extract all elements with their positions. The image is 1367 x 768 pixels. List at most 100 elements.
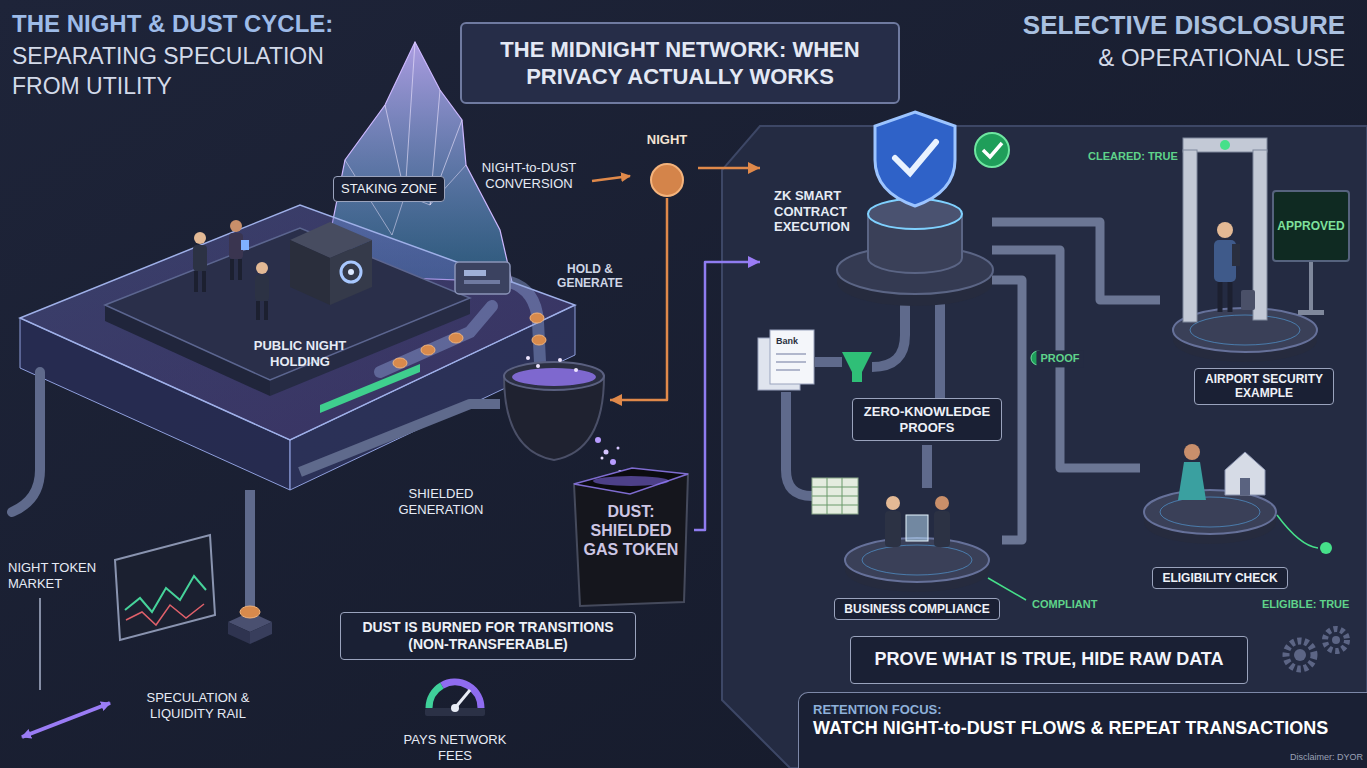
spreadsheet xyxy=(812,478,858,514)
status-label: CLEARED: TRUE xyxy=(1088,150,1182,163)
title-box: THE MIDNIGHT NETWORK: WHEN PRIVACY ACTUA… xyxy=(460,22,900,104)
fee-gauge xyxy=(451,704,459,712)
label-box: ZERO-KNOWLEDGE PROOFS xyxy=(852,398,1002,441)
airport-platform xyxy=(1253,150,1267,320)
flow-arrow xyxy=(610,198,667,400)
airport-platform xyxy=(1241,290,1255,310)
label-box: STAKING ZONE xyxy=(333,176,445,202)
node-text: DUST IS BURNED FOR TRANSITIONS (NON-TRAN… xyxy=(351,619,625,653)
monitor-node: APPROVED xyxy=(1272,190,1350,262)
text-holder: STAKING ZONE xyxy=(338,181,440,197)
vault xyxy=(290,240,330,305)
shield-icon xyxy=(875,112,955,206)
right-pipes xyxy=(922,445,932,488)
fee-gauge xyxy=(425,682,485,716)
airport-platform xyxy=(1220,140,1230,150)
node-text: APPROVED xyxy=(1277,219,1344,233)
person-figure xyxy=(229,233,243,259)
right-pipes xyxy=(935,292,945,398)
person-figure xyxy=(196,271,204,292)
coin xyxy=(532,335,546,345)
label-holder: Disclaimer: DYOR xyxy=(1250,752,1363,763)
market-screen xyxy=(126,604,204,625)
leader-arrow xyxy=(592,176,630,181)
coin xyxy=(421,345,435,355)
converter xyxy=(464,280,500,284)
platform-label: PUBLIC NIGHT HOLDING xyxy=(250,338,350,369)
right-pipes xyxy=(815,357,842,367)
eligibility-platform xyxy=(1240,478,1250,495)
label-holder: SPECULATION & LIQUIDITY RAIL xyxy=(128,690,268,721)
section-heading: THE NIGHT & DUST CYCLE: xyxy=(12,10,432,39)
disclaimer: Disclaimer: DYOR xyxy=(1250,752,1363,763)
text-holder: ZK SMART CONTRACT EXECUTION xyxy=(774,188,869,235)
glass-staking-slab xyxy=(20,205,575,490)
label-holder: SEPARATING SPECULATION FROM UTILITY xyxy=(12,42,352,102)
documents xyxy=(770,330,814,384)
shield-icon xyxy=(895,142,936,173)
text-holder: WATCH NIGHT-to-DUST FLOWS & REPEAT TRANS… xyxy=(813,718,1353,740)
pipe-label: HOLD & GENERATE xyxy=(550,262,630,291)
vault xyxy=(348,269,354,275)
shield-icon xyxy=(975,133,1009,167)
note-box: DUST IS BURNED FOR TRANSITIONS (NON-TRAN… xyxy=(340,612,636,660)
pipes xyxy=(380,306,492,372)
node-text: ELIGIBILITY CHECK xyxy=(1158,571,1282,585)
compliance-platform xyxy=(906,515,928,541)
person-figure xyxy=(232,259,240,280)
right-panel xyxy=(722,126,1367,768)
compliance-platform xyxy=(934,511,950,547)
message-box: PROVE WHAT IS TRUE, HIDE RAW DATA xyxy=(850,636,1248,684)
pipes xyxy=(12,282,540,608)
token-node: NIGHT xyxy=(636,132,698,198)
dust-stream xyxy=(595,437,622,474)
right-pipes xyxy=(786,392,812,496)
airport-platform xyxy=(1298,310,1324,315)
glass-staking-slab xyxy=(320,364,420,413)
spreadsheet xyxy=(812,478,858,514)
converter xyxy=(455,262,510,294)
node-text: DUST: SHIELDED GAS TOKEN xyxy=(576,502,686,560)
dust-stream xyxy=(610,459,616,465)
station-node: BUSINESS COMPLIANCE xyxy=(832,470,1002,622)
airport-platform xyxy=(1232,244,1240,266)
person-figure xyxy=(194,232,206,244)
leader-arrow xyxy=(592,176,630,181)
eligibility-platform xyxy=(1144,444,1332,554)
gears xyxy=(1325,629,1347,651)
airport-platform xyxy=(1183,150,1197,322)
pipes xyxy=(300,404,500,472)
eligibility-platform xyxy=(1178,462,1206,500)
pipes xyxy=(12,372,40,512)
node-text: NIGHT xyxy=(636,132,698,148)
bin-node: DUST: SHIELDED GAS TOKEN xyxy=(568,468,694,606)
coin-pedestal xyxy=(228,606,272,644)
document-label: Bank xyxy=(776,336,808,347)
hub-node: ZK SMART CONTRACT EXECUTION xyxy=(760,110,992,295)
documents xyxy=(842,352,872,382)
eligibility-platform xyxy=(1277,515,1318,548)
node-text: ZERO-KNOWLEDGE PROOFS xyxy=(859,404,995,435)
coin xyxy=(449,333,463,343)
node-text: WATCH NIGHT-to-DUST FLOWS & REPEAT TRANS… xyxy=(813,718,1353,740)
section-subheading: & OPERATIONAL USE xyxy=(940,44,1345,73)
airport-platform xyxy=(1190,315,1300,345)
flow-arrow xyxy=(698,167,760,170)
text-holder: NIGHT xyxy=(636,132,698,148)
label-holder: HOLD & GENERATE xyxy=(550,262,630,291)
gears xyxy=(1332,636,1340,644)
sparkle xyxy=(574,368,578,372)
eligibility-platform xyxy=(1184,444,1200,460)
text-holder: DUST IS BURNED FOR TRANSITIONS (NON-TRAN… xyxy=(351,619,625,653)
eligibility-platform xyxy=(1160,497,1260,527)
gauge-label: PAYS NETWORK FEES xyxy=(390,732,520,763)
node-outline xyxy=(498,356,610,468)
flow-arrow xyxy=(694,262,760,530)
right-panel xyxy=(722,126,1367,768)
airport-platform xyxy=(1217,222,1233,238)
compliance-platform xyxy=(886,496,900,510)
label-holder: Bank xyxy=(776,336,808,347)
label-tag: ELIGIBILITY CHECK xyxy=(1152,567,1288,589)
